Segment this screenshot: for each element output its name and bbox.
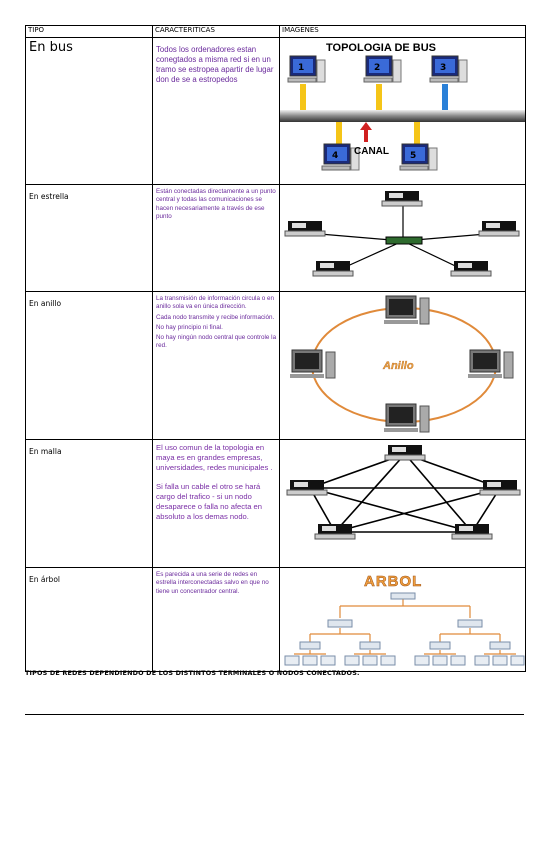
table-row: En estrella Están conectadas directament… (25, 184, 526, 292)
computer-icon (384, 445, 426, 461)
table-row: En anillo La transmisión de información … (25, 291, 526, 440)
switch-icon (327, 619, 353, 628)
arrow-up-icon (360, 122, 372, 142)
bus-connector (300, 84, 306, 110)
image-estrella (279, 184, 526, 292)
tipo-malla: En malla (25, 439, 153, 568)
computer-icon (286, 480, 328, 496)
computer-icon (384, 403, 430, 433)
bus-connector (414, 122, 420, 144)
bus-title: TOPOLOGIA DE BUS (326, 42, 436, 54)
anillo-label: Anillo (382, 360, 414, 372)
desc-malla-text-1: El uso comun de la topologia en maya es … (156, 443, 273, 473)
tree-leaves (284, 655, 525, 666)
table-row: En bus Todos los ordenadores estan coneg… (25, 37, 526, 185)
computer-icon (451, 524, 493, 540)
computer-icon (399, 143, 438, 171)
desc-anillo-text-3: No hay principio ni final. (156, 323, 223, 331)
node-label: 5 (410, 151, 416, 161)
computer-icon (468, 349, 514, 379)
switch-icon (390, 592, 416, 600)
image-anillo: Anillo (279, 291, 526, 440)
table-row: En árbol Es parecida a una serie de rede… (25, 567, 526, 672)
computer-icon (384, 295, 430, 325)
tipo-estrella: En estrella (25, 184, 153, 292)
computer-icon (284, 221, 326, 237)
computer-icon (363, 55, 402, 83)
table-row: En malla El uso comun de la topologia en… (25, 439, 526, 568)
bus-connector (442, 84, 448, 110)
tipo-bus: En bus (25, 37, 153, 185)
mesh-links (309, 453, 501, 533)
switch-icon (457, 619, 483, 628)
tree-links (294, 598, 516, 655)
desc-estrella: Están conectadas directamente a un punto… (152, 184, 280, 292)
table-caption: TIPOS DE REDES DEPENDIENDO DE LOS DISTIN… (25, 669, 360, 677)
ring-topology-image: Anillo (290, 295, 514, 433)
bus-connector (376, 84, 382, 110)
tree-topology-image: ARBOL (284, 573, 525, 666)
computer-icon (290, 349, 336, 379)
node-label: 2 (374, 63, 380, 73)
hub-icon (385, 236, 423, 245)
network-types-table: TIPO CARACTERITICAS IMAGENES En bus Todo… (25, 25, 526, 672)
node-label: 3 (440, 63, 446, 73)
tree-hubs (299, 641, 511, 650)
desc-anillo-text-4: No hay ningún nodo central que controle … (156, 334, 277, 350)
header-imagenes: IMAGENES (279, 25, 526, 38)
header-caracteristicas: CARACTERITICAS (152, 25, 280, 38)
computer-icon (450, 261, 492, 277)
computer-icon (478, 221, 520, 237)
desc-anillo-text-1: La transmisión de información circula o … (156, 295, 274, 311)
desc-anillo-text-2: Cada nodo transmite y recibe información… (156, 313, 275, 321)
desc-arbol-text: Es parecida a una serie de redes en estr… (156, 571, 269, 595)
node-label: 1 (298, 63, 304, 73)
bus-cable (280, 110, 525, 122)
image-malla (279, 439, 526, 568)
tipo-anillo: En anillo (25, 291, 153, 440)
computer-icon (381, 191, 423, 207)
canal-label: CANAL (354, 146, 389, 157)
arbol-title: ARBOL (364, 573, 422, 590)
image-arbol: ARBOL (279, 567, 526, 672)
desc-bus-text: Todos los ordenadores estan conegtados a… (156, 45, 274, 84)
header-tipo: TIPO (25, 25, 153, 38)
computer-icon (479, 480, 521, 496)
tipo-arbol: En árbol (25, 567, 153, 672)
image-bus: TOPOLOGIA DE BUS (279, 37, 526, 185)
computer-icon (314, 524, 356, 540)
computer-icon (287, 55, 326, 83)
desc-bus: Todos los ordenadores estan conegtados a… (152, 37, 280, 185)
mesh-topology-image (286, 445, 521, 540)
desc-malla-text-2: Si falla un cable el otro se hará cargo … (156, 481, 262, 522)
desc-arbol: Es parecida a una serie de redes en estr… (152, 567, 280, 672)
desc-anillo: La transmisión de información circula o … (152, 291, 280, 440)
computer-icon (429, 55, 468, 83)
bus-connector (336, 122, 342, 144)
table-header-row: TIPO CARACTERITICAS IMAGENES (25, 25, 526, 38)
desc-estrella-text: Están conectadas directamente a un punto… (156, 188, 276, 220)
computer-icon (321, 143, 360, 171)
horizontal-rule (25, 714, 524, 715)
desc-malla: El uso comun de la topologia en maya es … (152, 439, 280, 568)
node-label: 4 (332, 151, 338, 161)
bus-topology-image: TOPOLOGIA DE BUS (280, 42, 525, 171)
star-topology-image (284, 191, 520, 277)
computer-icon (312, 261, 354, 277)
